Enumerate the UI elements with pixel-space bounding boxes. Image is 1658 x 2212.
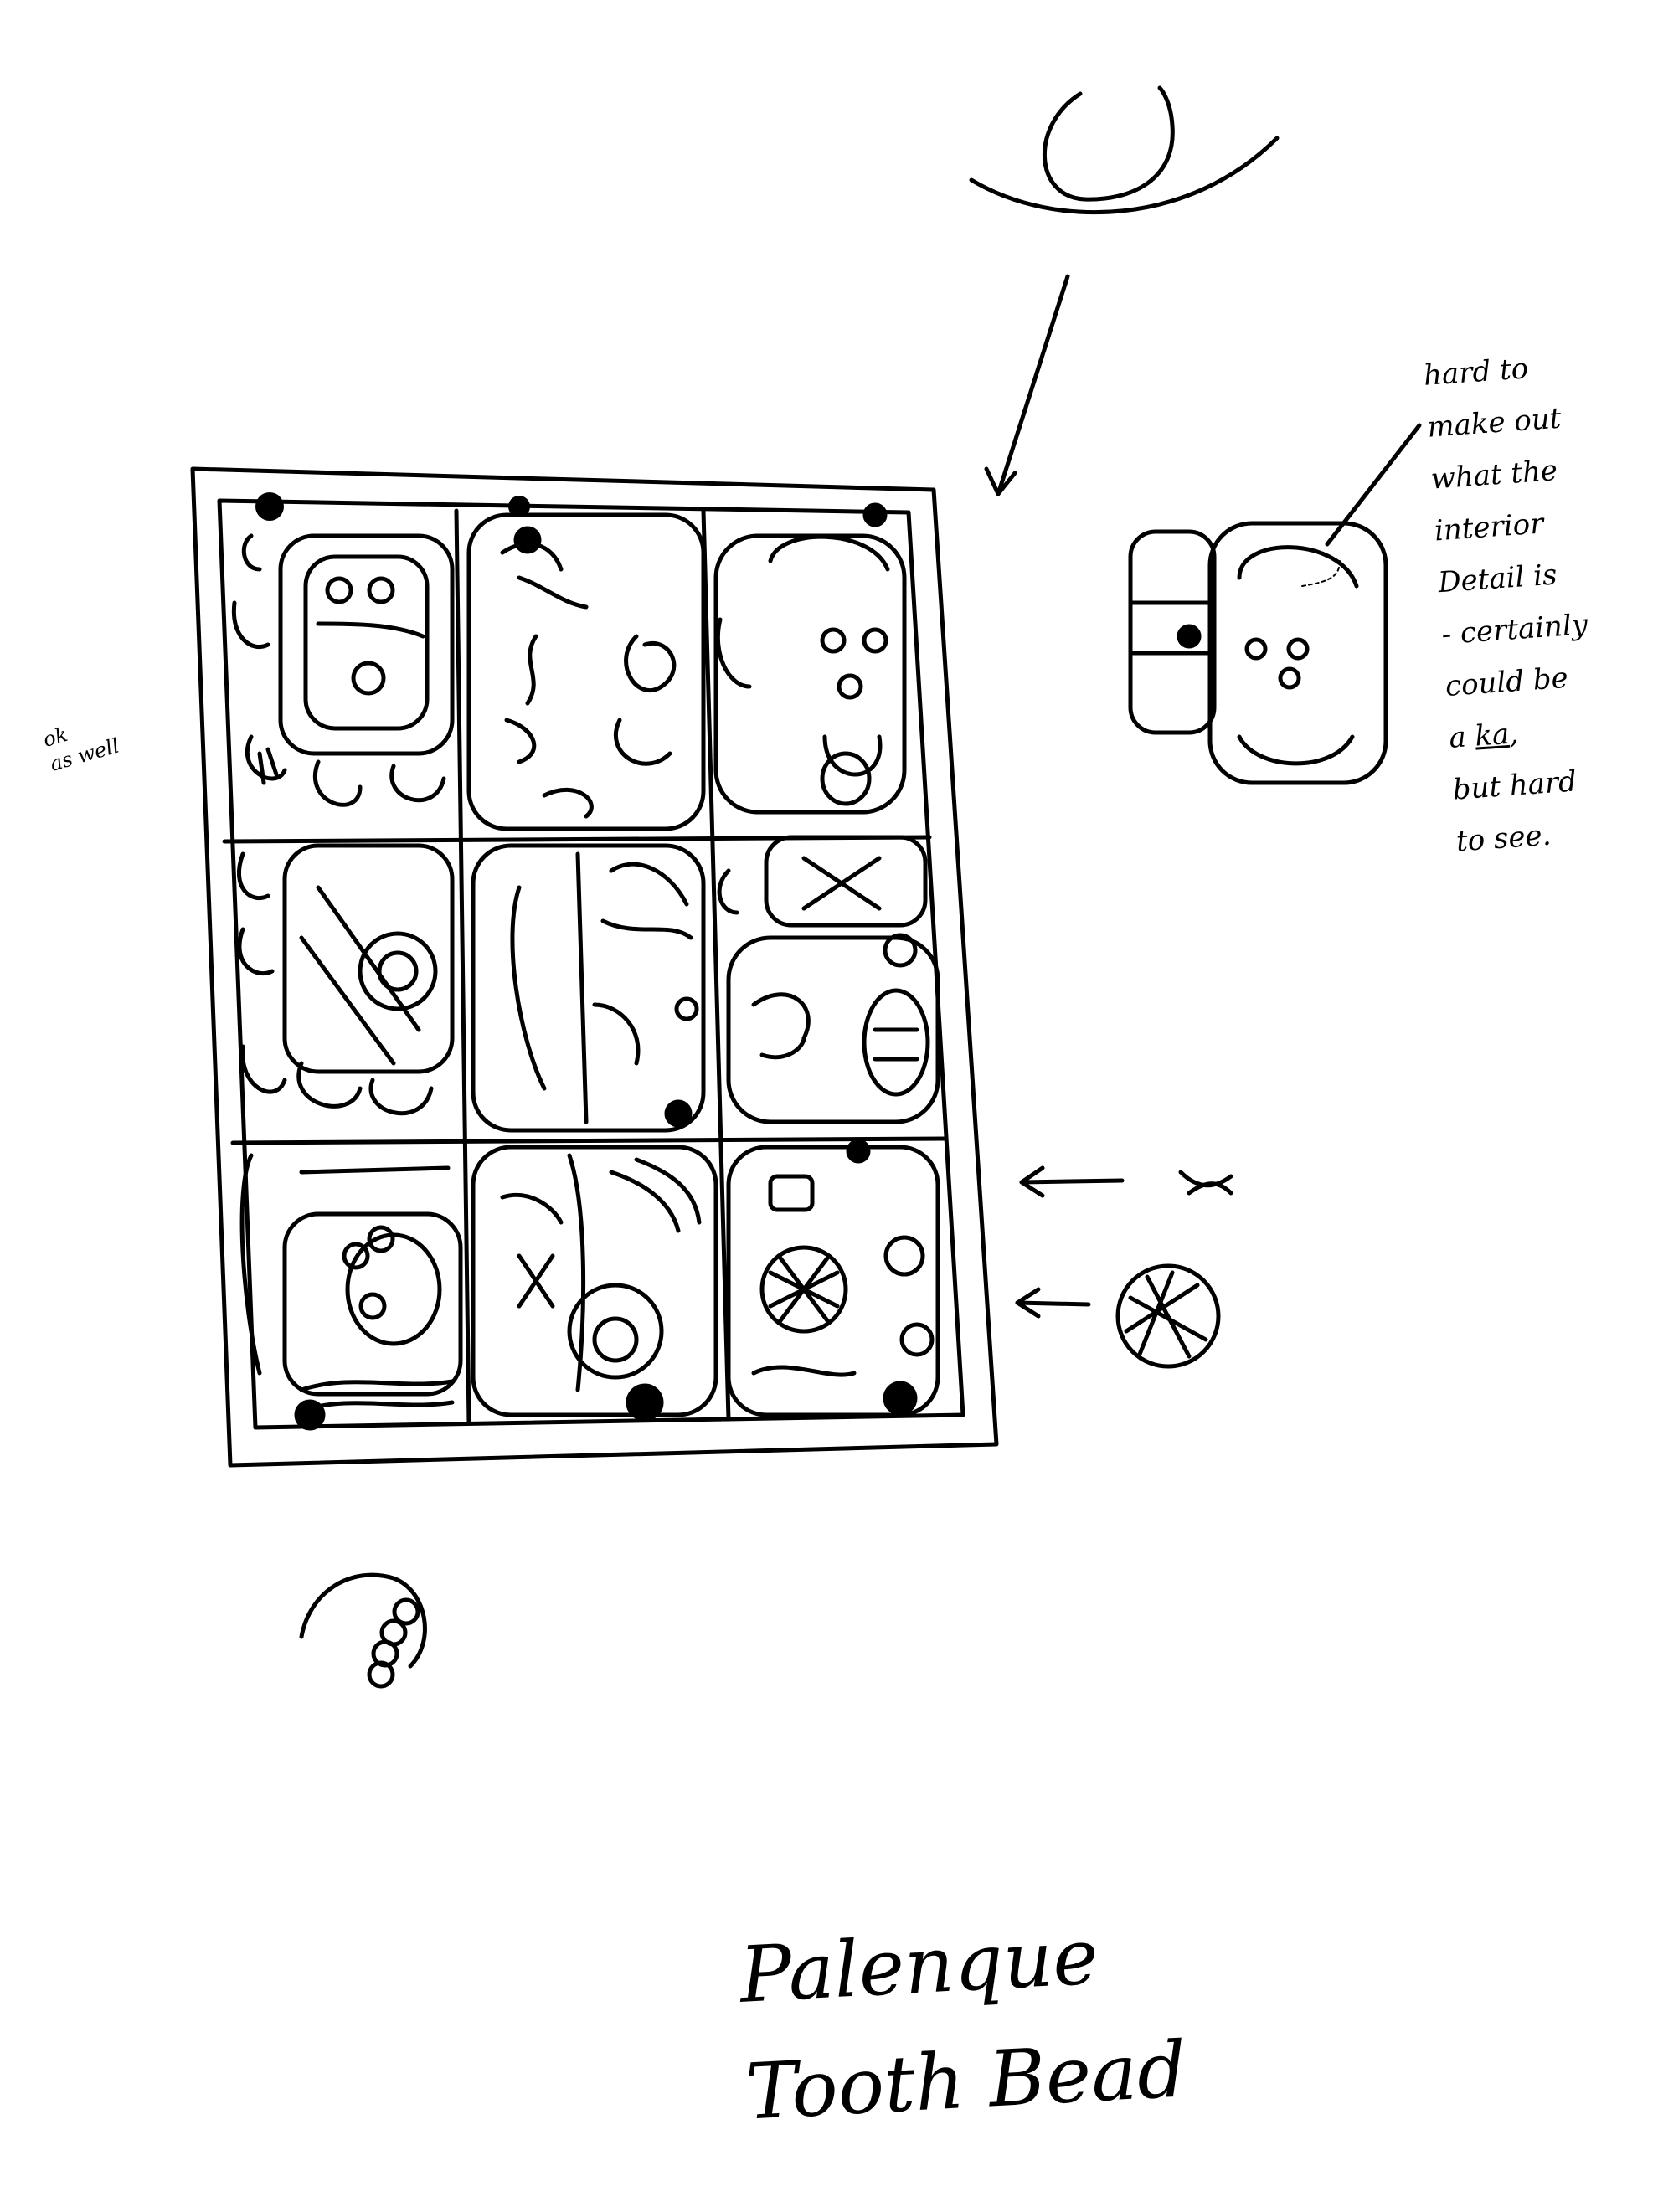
- pointer-arrow: [984, 274, 1070, 496]
- note-right-line: what the: [1429, 454, 1559, 496]
- bead-sketch: [299, 1572, 427, 1689]
- glyph-block-r3c2: [471, 1145, 718, 1422]
- note-right-line: but hard: [1451, 764, 1578, 807]
- glyph-block-r2c3: [717, 835, 940, 1124]
- glyph-block-r1c1: [231, 533, 455, 807]
- glyph-block-r1c2: [466, 512, 706, 831]
- note-right-line: - certainly: [1440, 608, 1589, 652]
- note-leader-line: [1325, 423, 1422, 547]
- glyph-tablet: [190, 466, 999, 1468]
- note-right-ka-prefix: a: [1448, 719, 1476, 755]
- glyph-block-r3c3: [726, 1139, 940, 1417]
- glyph-block-r1c3: [713, 502, 907, 815]
- note-right-line: to see.: [1455, 818, 1552, 859]
- top-detail-sketch: [969, 85, 1280, 215]
- sketch-caption: Palenque Tooth Bead: [737, 1894, 1189, 2151]
- side-arrow-upper: [1019, 1165, 1233, 1198]
- tablet-drill-holes: [255, 492, 886, 526]
- caption-object-name: Tooth Bead: [744, 2024, 1189, 2137]
- glyph-block-r2c1: [236, 843, 455, 1116]
- glyph-block-r3c1: [239, 1153, 463, 1431]
- note-right-ka-word: ka: [1474, 717, 1511, 754]
- glyph-detail-sketch: [1128, 521, 1388, 785]
- side-arrow-lower: [1015, 1263, 1221, 1369]
- note-right-ka-suffix: ,: [1507, 717, 1520, 751]
- glyph-block-r2c2: [471, 843, 706, 1133]
- caption-site-name: Palenque: [737, 1911, 1101, 2020]
